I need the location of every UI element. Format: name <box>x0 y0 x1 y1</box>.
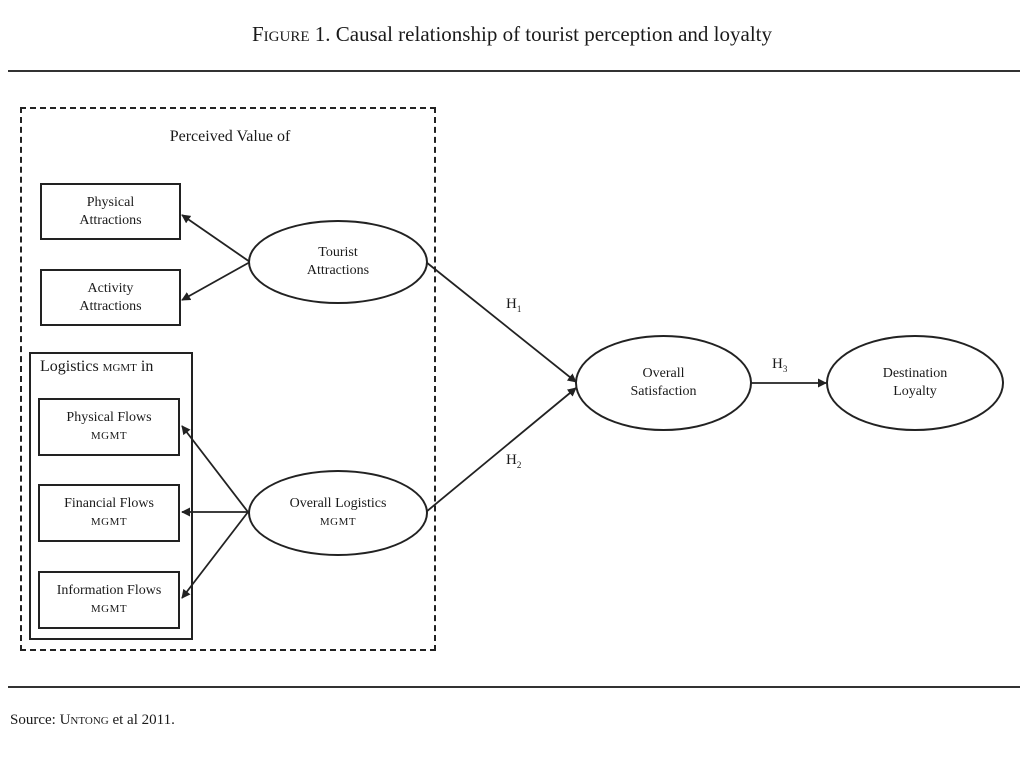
perceived-value-title: Perceived Value of <box>169 128 291 145</box>
node-label: Overall Logistics <box>289 496 387 511</box>
logistics-title-suffix: in <box>136 358 154 375</box>
node-label: Destination <box>882 366 948 381</box>
hyp-letter: H <box>506 296 517 312</box>
caption-prefix: Figure <box>252 22 310 46</box>
top-rule <box>8 70 1020 72</box>
arrow-h1 <box>425 261 577 383</box>
node-label: Financial Flows <box>64 496 154 511</box>
source-prefix: Source: <box>10 712 60 728</box>
hypothesis-h1-label: H1 <box>506 296 521 314</box>
source-note: Source: Untong et al 2011. <box>10 712 175 729</box>
overall-satisfaction-node: Overall Satisfaction <box>575 335 752 431</box>
node-label: Overall <box>642 366 685 381</box>
hyp-letter: H <box>772 356 783 372</box>
hyp-sub: 2 <box>516 460 522 470</box>
node-label: Activity <box>87 280 134 296</box>
physical-flows-box: Physical Flows MGMT <box>38 398 180 456</box>
hypothesis-h3-label: H3 <box>772 356 787 374</box>
node-label: Attractions <box>306 263 370 278</box>
node-sublabel: MGMT <box>90 516 128 528</box>
figure-caption: Figure 1. Causal relationship of tourist… <box>0 22 1024 47</box>
tourist-attractions-node: Tourist Attractions <box>248 220 428 304</box>
hyp-sub: 1 <box>516 304 522 314</box>
overall-logistics-node: Overall Logistics MGMT <box>248 470 428 556</box>
node-label: Satisfaction <box>630 384 697 399</box>
node-label: Physical Flows <box>66 410 152 425</box>
source-rest: et al 2011. <box>108 712 175 728</box>
information-flows-box: Information Flows MGMT <box>38 571 180 629</box>
caption-text: 1. Causal relationship of tourist percep… <box>309 22 772 46</box>
source-author: Untong <box>59 712 109 728</box>
hyp-letter: H <box>506 452 517 468</box>
node-label: Information Flows <box>56 583 162 598</box>
node-label: Attractions <box>79 212 142 228</box>
node-label: Tourist <box>318 245 358 260</box>
logistics-title-prefix: Logistics <box>40 358 103 375</box>
logistics-title-mgmt: mgmt <box>102 358 137 375</box>
node-sublabel: MGMT <box>90 430 128 442</box>
activity-attractions-box: Activity Attractions <box>40 269 181 326</box>
node-label: Loyalty <box>893 384 937 399</box>
hypothesis-h2-label: H2 <box>506 452 521 470</box>
arrow-h2 <box>425 387 577 513</box>
bottom-rule <box>8 686 1020 688</box>
hyp-sub: 3 <box>782 364 788 374</box>
logistics-group-title: Logistics mgmt in <box>40 358 153 376</box>
financial-flows-box: Financial Flows MGMT <box>38 484 180 542</box>
physical-attractions-box: Physical Attractions <box>40 183 181 240</box>
node-sublabel: MGMT <box>90 603 128 615</box>
destination-loyalty-node: Destination Loyalty <box>826 335 1004 431</box>
node-sublabel: MGMT <box>319 516 357 528</box>
node-label: Physical <box>86 194 135 210</box>
node-label: Attractions <box>79 298 142 314</box>
